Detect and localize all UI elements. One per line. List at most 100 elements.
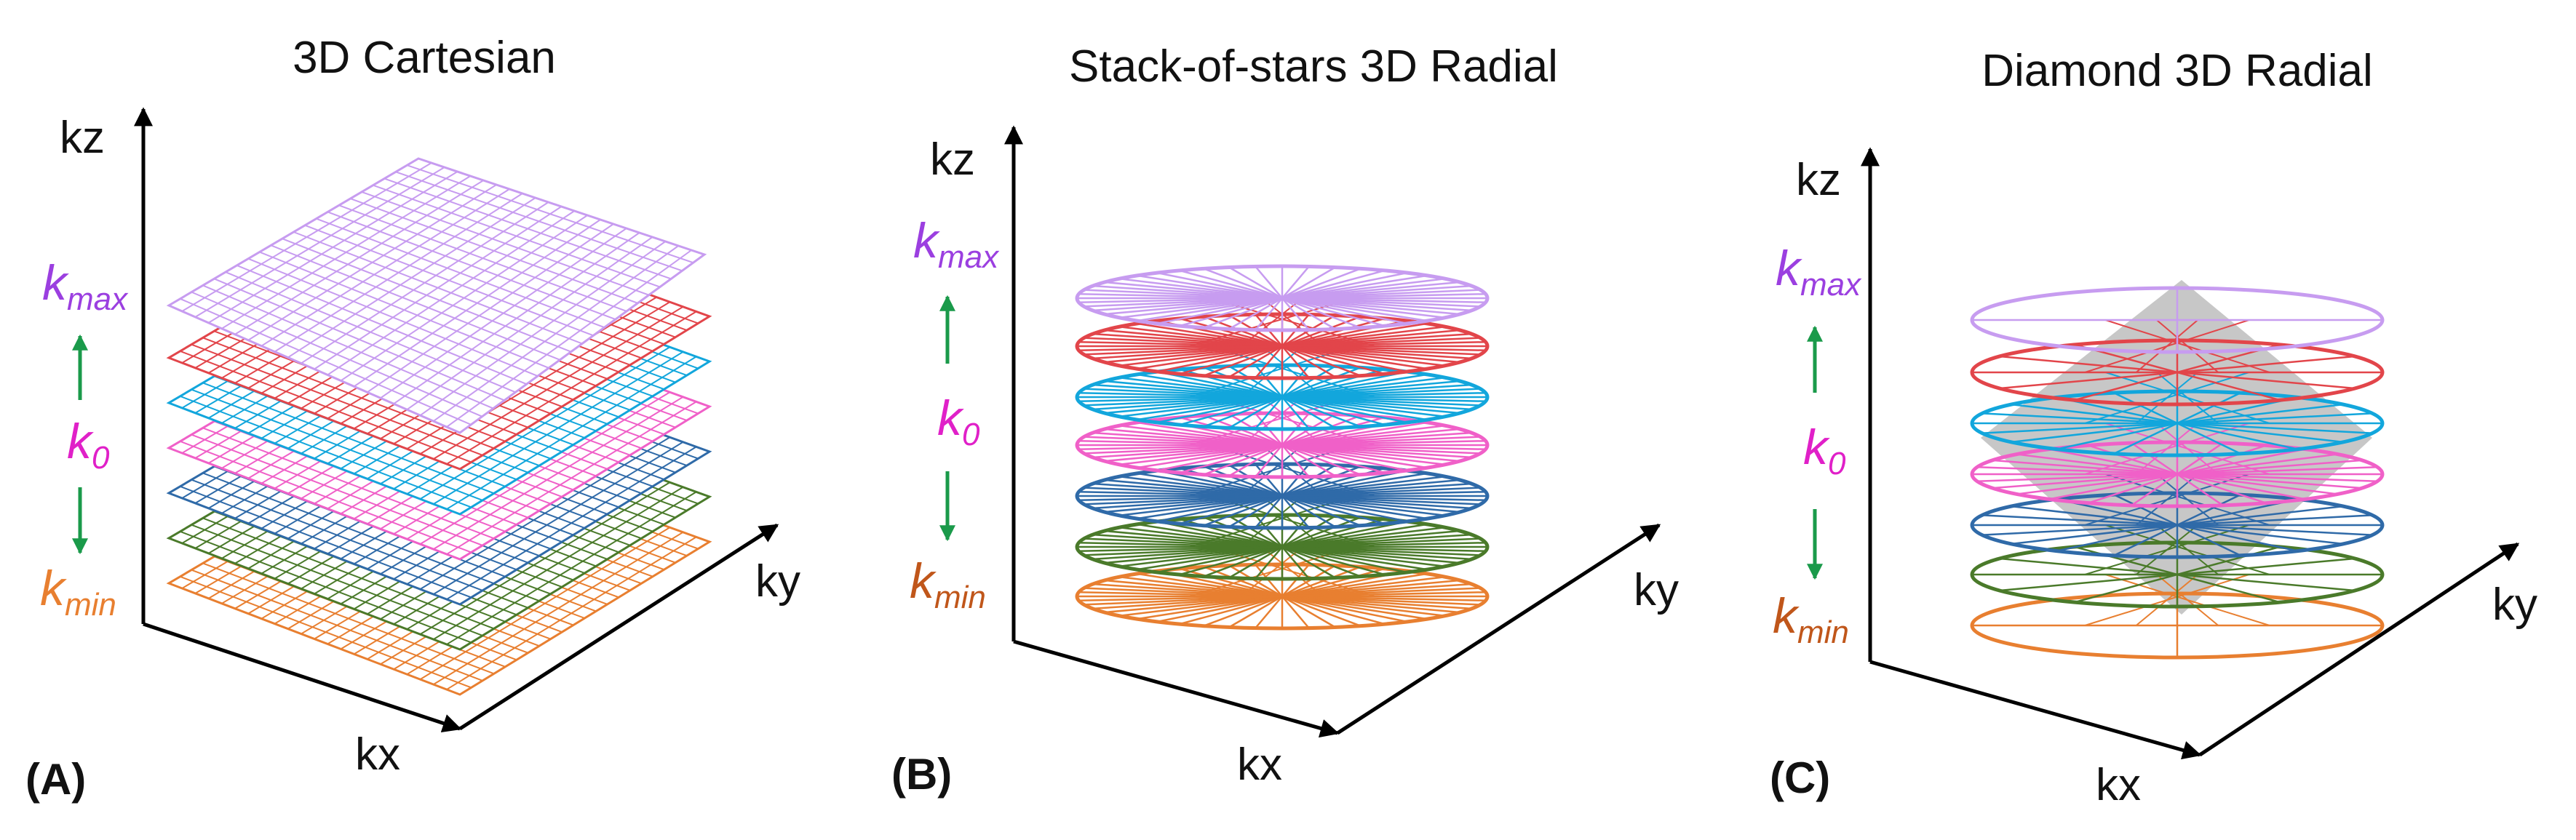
- cross-spoke: [1261, 396, 1324, 446]
- grid-line: [353, 219, 601, 388]
- cross-spoke: [1261, 546, 1324, 597]
- panel-b-title: Stack-of-stars 3D Radial: [1069, 41, 1558, 92]
- kz-label-a: kz: [60, 113, 105, 163]
- cross-spoke: [1240, 546, 1303, 597]
- panel-c-title: Diamond 3D Radial: [1981, 46, 2373, 96]
- cross-spoke: [1261, 345, 1324, 398]
- k-labels-c: kmax k0 kmin: [1773, 241, 1862, 650]
- cross-spoke: [2135, 372, 2198, 424]
- kx-label-b: kx: [1237, 740, 1282, 790]
- grid-line: [459, 361, 710, 515]
- kmax-label-a: kmax: [42, 255, 129, 317]
- diamond-radial-layers: [1970, 286, 2385, 660]
- spoke: [1078, 341, 1486, 351]
- cross-spoke: [2156, 423, 2219, 475]
- cross-spoke: [2156, 473, 2219, 526]
- panel-a-axes: [134, 107, 779, 732]
- grid-line: [407, 164, 694, 264]
- kmin-label-c: kmin: [1773, 588, 1849, 650]
- grid-line: [459, 406, 710, 560]
- k-labels-a: kmax k0 kmin: [40, 255, 129, 623]
- grid-line: [327, 211, 616, 321]
- k0-label-b: k0: [937, 391, 980, 452]
- cross-spoke: [2135, 574, 2198, 626]
- grid-line: [293, 231, 583, 345]
- ky-axis-a: [458, 523, 779, 731]
- radial-layer-5: [1970, 319, 2385, 407]
- kx-axis-a: [143, 622, 462, 732]
- kx-axis-c: [1869, 660, 2202, 760]
- grid-line: [406, 236, 653, 410]
- ky-label-c: ky: [2492, 580, 2537, 630]
- grid-line: [433, 245, 679, 422]
- kx-label-a: kx: [355, 729, 400, 780]
- radial-layer-6: [1970, 286, 2385, 354]
- spoke: [1078, 440, 1486, 450]
- k-labels-b: kmax k0 kmin: [910, 213, 1000, 615]
- grid-layer-6: [166, 157, 707, 434]
- radial-layer-3: [1970, 423, 2385, 508]
- grid-line: [361, 191, 649, 296]
- spoke: [1999, 557, 2356, 592]
- grid-line: [350, 198, 638, 304]
- spoke: [1078, 542, 1486, 552]
- spoke: [1981, 514, 2373, 536]
- grid-line: [433, 441, 684, 595]
- cross-spoke: [1261, 495, 1324, 548]
- grid-line: [459, 316, 710, 470]
- grid-line: [433, 305, 684, 460]
- grid-line: [446, 401, 697, 555]
- panel-a-title: 3D Cartesian: [293, 33, 556, 83]
- spoke: [1078, 491, 1486, 501]
- grid-line: [433, 486, 684, 640]
- grid-line: [419, 346, 670, 500]
- kz-label-c: kz: [1796, 155, 1841, 205]
- cross-spoke: [2156, 372, 2219, 424]
- grid-line: [395, 171, 683, 272]
- kx-label-c: kx: [2096, 760, 2141, 810]
- kmin-label-a: kmin: [40, 561, 116, 623]
- radial-layer-6: [1075, 264, 1490, 332]
- grid-line: [433, 531, 684, 685]
- panel-a-tag: (A): [25, 755, 86, 804]
- grid-line: [459, 496, 710, 650]
- k0-label-c: k0: [1803, 420, 1846, 481]
- panel-b: Stack-of-stars 3D Radial kz kx ky kmax k…: [891, 41, 1679, 799]
- panel-b-axes: [1004, 125, 1661, 738]
- grid-line: [446, 491, 697, 645]
- cross-spoke: [1261, 444, 1324, 497]
- stack-of-stars-layers: [1075, 264, 1490, 631]
- grid-line: [419, 241, 666, 416]
- spoke: [1078, 293, 1486, 303]
- grid-line: [446, 249, 692, 428]
- cross-spoke: [1261, 297, 1324, 347]
- cross-spoke: [1240, 396, 1303, 446]
- grid-line: [373, 184, 661, 288]
- panel-c-tag: (C): [1770, 753, 1830, 802]
- cross-spoke: [2156, 524, 2219, 575]
- cross-spoke: [2135, 473, 2198, 526]
- grid-line: [446, 311, 697, 465]
- spoke: [1999, 355, 2356, 390]
- radial-layer-2: [1970, 473, 2385, 559]
- grid-line: [459, 451, 710, 605]
- cross-spoke: [2135, 319, 2198, 373]
- panel-c-axes: [1861, 147, 2520, 760]
- grid-line: [459, 541, 710, 695]
- ky-label-b: ky: [1634, 565, 1679, 615]
- grid-line: [446, 356, 697, 510]
- cartesian-grid-layers: [166, 157, 712, 696]
- kmax-label-b: kmax: [913, 213, 1000, 275]
- grid-line: [433, 396, 684, 550]
- grid-line: [393, 232, 640, 405]
- cross-spoke: [2156, 574, 2219, 626]
- grid-line: [419, 436, 670, 590]
- kmax-label-c: kmax: [1776, 241, 1862, 303]
- grid-line: [383, 177, 672, 280]
- cross-spoke: [1240, 345, 1303, 398]
- spoke: [1078, 392, 1486, 402]
- grid-line: [340, 215, 588, 382]
- cross-spoke: [2135, 524, 2198, 575]
- grid-line: [433, 351, 684, 505]
- ky-axis-b: [1336, 523, 1661, 735]
